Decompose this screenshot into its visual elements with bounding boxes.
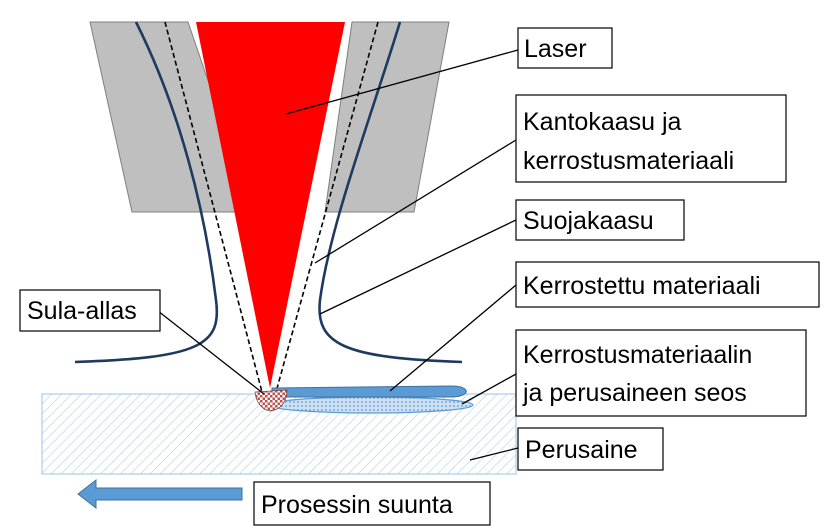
label-melt-pool: Sula-allas xyxy=(19,289,161,332)
label-mixture: Kerrostusmateriaalin ja perusaineen seos xyxy=(515,329,807,417)
label-mixture-line2: ja perusaineen seos xyxy=(522,379,747,407)
label-deposited-material: Kerrostettu materiaali xyxy=(515,261,820,308)
deposited-material xyxy=(271,385,467,398)
shielding-gas-line-left xyxy=(74,21,219,364)
label-laser: Laser xyxy=(517,27,613,69)
label-melt-pool-text: Sula-allas xyxy=(27,297,137,325)
process-direction-arrow xyxy=(77,478,243,510)
label-base-material: Perusaine xyxy=(517,427,664,471)
mixture-layer xyxy=(268,396,474,414)
label-mixture-line1: Kerrostusmateriaalin xyxy=(523,341,752,369)
leader-deposited-material xyxy=(389,284,517,392)
nozzle-right xyxy=(324,21,450,213)
label-carrier-gas-line1: Kantokaasu ja xyxy=(523,108,682,136)
label-process-direction: Prosessin suunta xyxy=(253,481,491,526)
label-base-material-text: Perusaine xyxy=(525,436,638,464)
leader-melt-pool xyxy=(157,310,265,395)
leader-laser xyxy=(285,49,519,115)
label-shielding-gas-text: Suojakaasu xyxy=(523,207,654,235)
leader-base-material xyxy=(469,447,519,461)
label-deposited-material-text: Kerrostettu materiaali xyxy=(523,272,761,300)
laser-beam xyxy=(196,22,345,388)
leader-shielding-gas xyxy=(319,219,517,315)
label-carrier-gas: Kantokaasu ja kerrostusmateriaali xyxy=(515,94,787,183)
melt-pool xyxy=(254,389,288,412)
shielding-gas-line-right xyxy=(318,21,463,364)
leader-mixture xyxy=(461,373,517,405)
label-laser-text: Laser xyxy=(524,35,587,63)
label-process-direction-text: Prosessin suunta xyxy=(261,491,453,519)
label-shielding-gas: Suojakaasu xyxy=(515,199,685,241)
leader-carrier-gas xyxy=(314,139,517,264)
label-carrier-gas-line2: kerrostusmateriaali xyxy=(523,147,734,175)
